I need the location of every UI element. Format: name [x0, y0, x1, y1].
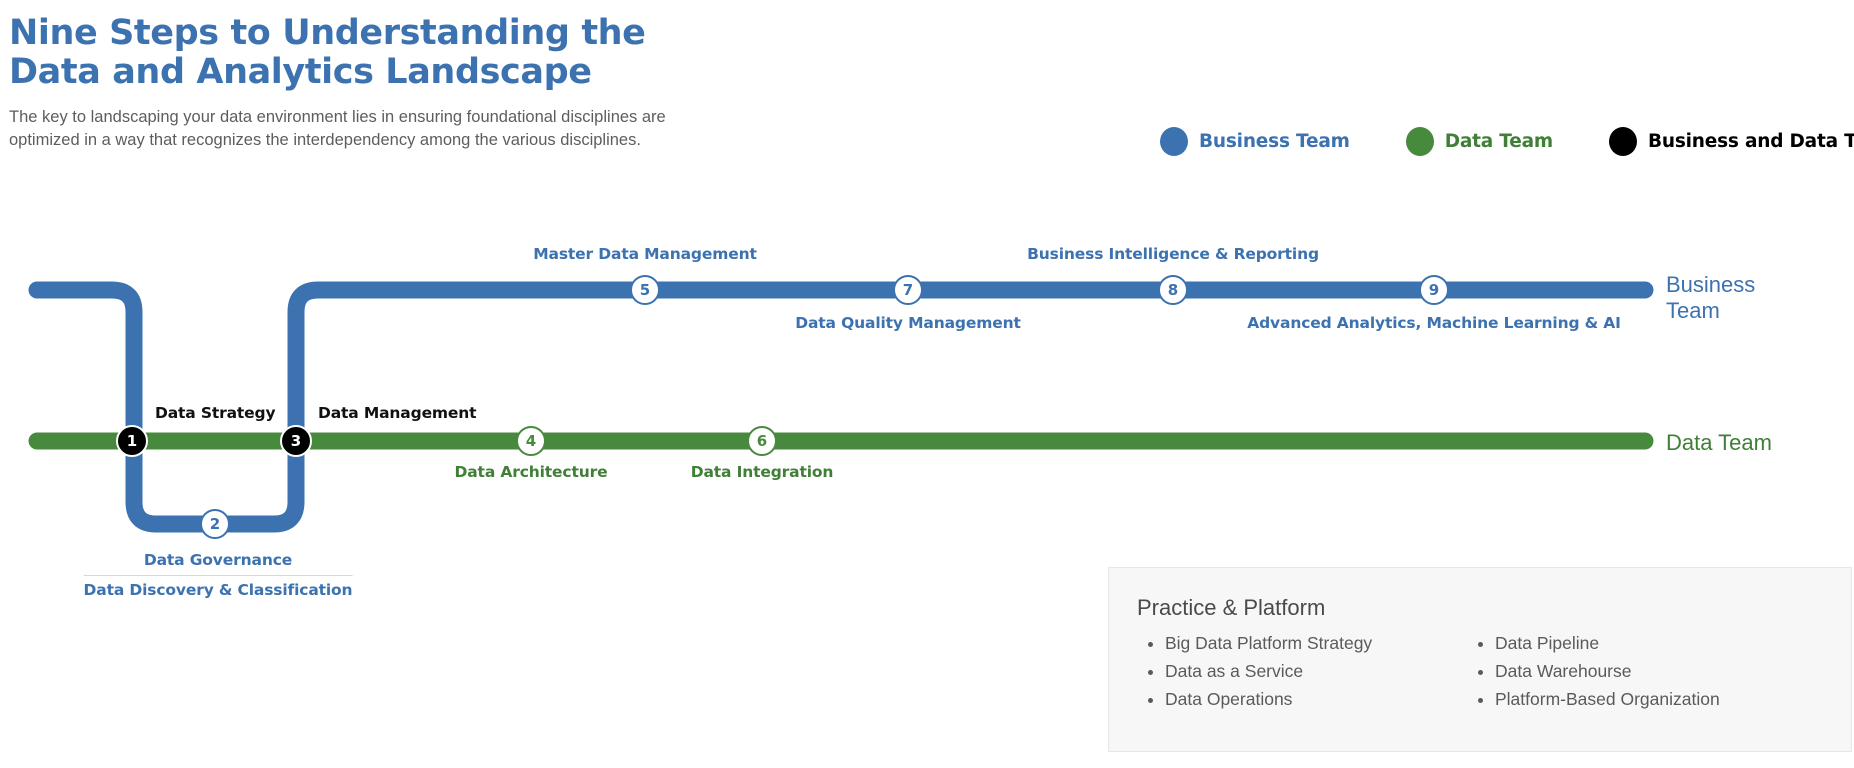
list-item: Data Operations — [1165, 686, 1467, 714]
practice-and-platform-panel: Practice & Platform Big Data Platform St… — [1108, 567, 1852, 752]
step-badge-2[interactable]: 2 — [200, 509, 230, 539]
step-label-8: Business Intelligence & Reporting — [1027, 245, 1319, 263]
practice-panel-title: Practice & Platform — [1137, 595, 1326, 620]
header: Nine Steps to Understanding the Data and… — [9, 14, 769, 153]
legend-label-business-and-data-team: Business and Data Team — [1647, 131, 1854, 152]
list-item: Data Warehourse — [1495, 658, 1797, 686]
step-label-4: Data Architecture — [454, 463, 608, 481]
data-team-end-label: Data Team — [1666, 430, 1772, 455]
page-subtitle: The key to landscaping your data environ… — [9, 107, 666, 150]
step-label-7: Data Quality Management — [795, 314, 1021, 332]
practice-panel-columns: Big Data Platform Strategy Data as a Ser… — [1137, 630, 1851, 713]
legend-dot-green-icon — [1405, 127, 1434, 156]
step-caption-2: Data Governance Data Discovery & Classif… — [83, 551, 353, 599]
step-badge-9[interactable]: 9 — [1419, 275, 1449, 305]
step-badge-8[interactable]: 8 — [1158, 275, 1188, 305]
business-team-end-label: Business Team — [1666, 272, 1756, 323]
step-label-5: Master Data Management — [533, 245, 757, 263]
step-label-3: Data Management — [318, 404, 477, 422]
list-item: Data Pipeline — [1495, 630, 1797, 658]
step-caption-divider — [83, 575, 353, 576]
practice-column-right: Data Pipeline Data Warehourse Platform-B… — [1467, 630, 1797, 713]
step-badge-5[interactable]: 5 — [630, 275, 660, 305]
step-label-6: Data Integration — [690, 463, 834, 481]
step-badge-3[interactable]: 3 — [280, 425, 312, 457]
step-label-1: Data Strategy — [155, 404, 276, 422]
legend-item-business-and-data-team: Business and Data Team — [1608, 127, 1854, 156]
step-badge-4[interactable]: 4 — [516, 426, 546, 456]
step-badge-7[interactable]: 7 — [893, 275, 923, 305]
page-title: Nine Steps to Understanding the Data and… — [9, 13, 646, 92]
legend-label-business-team: Business Team — [1199, 131, 1350, 152]
legend-dot-blue-icon — [1160, 127, 1188, 156]
legend-dot-black-icon — [1608, 127, 1637, 156]
step-label-2-secondary: Data Discovery & Classification — [83, 581, 353, 599]
legend: Business Team Data Team Business and Dat… — [1160, 127, 1854, 156]
list-item: Platform-Based Organization — [1495, 686, 1797, 714]
step-label-9: Advanced Analytics, Machine Learning & A… — [1247, 314, 1621, 332]
legend-label-data-team: Data Team — [1444, 131, 1553, 152]
legend-item-business-team: Business Team — [1160, 127, 1350, 156]
step-badge-1[interactable]: 1 — [116, 425, 148, 457]
practice-column-left: Big Data Platform Strategy Data as a Ser… — [1137, 630, 1467, 713]
step-badge-6[interactable]: 6 — [747, 426, 777, 456]
step-label-2-primary: Data Governance — [143, 551, 293, 569]
legend-item-data-team: Data Team — [1405, 127, 1553, 156]
list-item: Data as a Service — [1165, 658, 1467, 686]
list-item: Big Data Platform Strategy — [1165, 630, 1467, 658]
